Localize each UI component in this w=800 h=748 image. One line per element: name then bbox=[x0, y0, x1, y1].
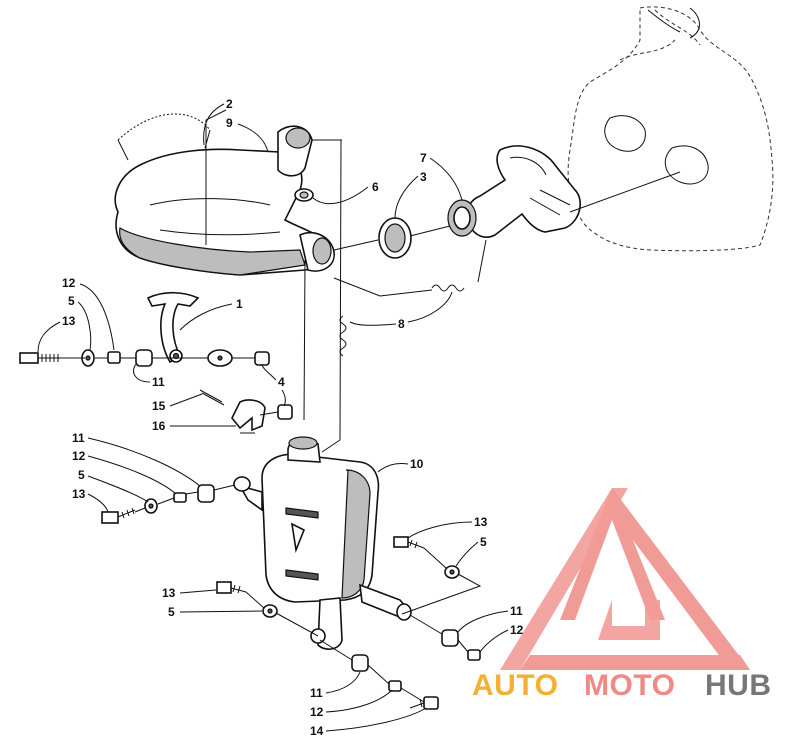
hanger-bracket bbox=[146, 291, 200, 364]
automotohub-logo-mark bbox=[500, 488, 750, 670]
callout-10: 10 bbox=[410, 457, 424, 471]
callout-13-right: 13 bbox=[474, 515, 488, 529]
muffler bbox=[233, 436, 412, 650]
callout-16: 16 bbox=[152, 419, 166, 433]
callout-6: 6 bbox=[372, 180, 379, 194]
engine-outline bbox=[567, 6, 774, 252]
callout-13-lower: 13 bbox=[162, 586, 176, 600]
callout-11-middle: 11 bbox=[72, 431, 85, 445]
callout-11-lower: 11 bbox=[310, 686, 323, 700]
callout-5-upper: 5 bbox=[68, 294, 75, 308]
callout-13-upper: 13 bbox=[62, 314, 76, 328]
callout-7: 7 bbox=[420, 151, 427, 165]
callout-1: 1 bbox=[236, 297, 243, 311]
grommet bbox=[294, 188, 314, 202]
callout-12-middle: 12 bbox=[72, 449, 86, 463]
right-fastener-row bbox=[393, 536, 481, 661]
callout-4: 4 bbox=[278, 375, 285, 389]
seal-ring bbox=[378, 217, 412, 259]
middle-left-fastener-row bbox=[101, 484, 215, 524]
cotter-pin-and-clip bbox=[199, 389, 266, 432]
callout-12-lower: 12 bbox=[310, 705, 324, 719]
callout-3: 3 bbox=[420, 170, 427, 184]
callout-13-middle: 13 bbox=[72, 487, 86, 501]
bottom-fastener-row bbox=[216, 581, 439, 710]
assembly-lines bbox=[60, 139, 487, 703]
upper-fastener-row bbox=[19, 349, 293, 420]
callout-5-lower: 5 bbox=[168, 605, 175, 619]
callout-5-middle: 5 bbox=[78, 468, 85, 482]
callout-14: 14 bbox=[310, 724, 324, 738]
callout-12-upper: 12 bbox=[62, 276, 76, 290]
callout-5-right: 5 bbox=[480, 535, 487, 549]
expansion-chamber bbox=[114, 113, 335, 276]
callout-12-right: 12 bbox=[510, 623, 524, 637]
wordmark-hub: HUB bbox=[705, 669, 772, 702]
callout-11-right: 11 bbox=[510, 604, 523, 618]
wordmark-auto: AUTO bbox=[472, 669, 558, 702]
callout-11-upper: 11 bbox=[152, 375, 165, 389]
callout-2: 2 bbox=[226, 97, 233, 111]
callout-9: 9 bbox=[226, 116, 233, 130]
automotohub-wordmark: AUTO MOTO HUB bbox=[472, 669, 772, 702]
callout-8: 8 bbox=[398, 317, 405, 331]
callout-labels: 2 9 7 3 6 1 12 5 13 8 11 4 15 16 10 11 bbox=[37, 97, 524, 738]
wordmark-moto: MOTO bbox=[584, 669, 675, 702]
exhaust-manifold bbox=[447, 145, 681, 238]
callout-15: 15 bbox=[152, 399, 166, 413]
